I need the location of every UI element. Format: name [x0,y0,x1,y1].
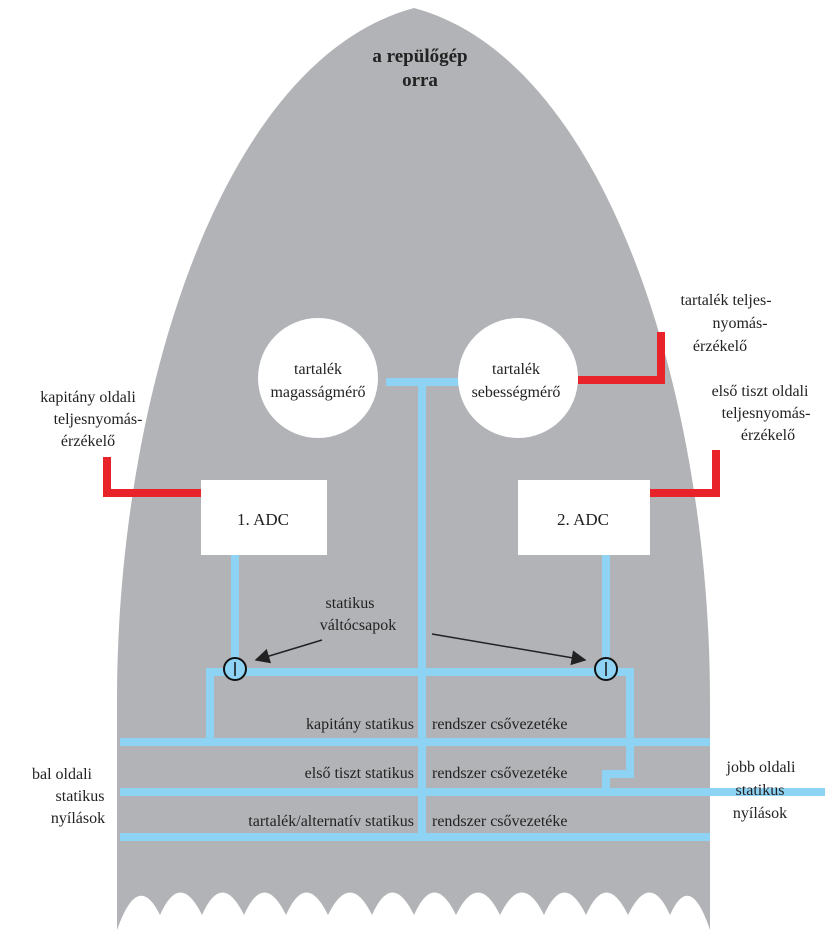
nose-title-line1: a repülőgép [372,46,467,67]
standby-pitot-vertical [657,332,665,384]
standby-static-line [120,833,710,841]
fo-pitot-label-2: teljesnyomás- [722,405,811,422]
fo-line-label-right: rendszer csővezetéke [432,765,567,782]
standby-pitot-label-3: érzékelő [693,338,747,355]
right-loop-foot [606,770,634,778]
captain-pitot-label-2: teljesnyomás- [54,411,143,428]
valve-crossover-line [206,668,634,676]
instrument-connector [386,378,460,386]
captain-static-line [120,738,710,746]
aircraft-nose-shape [117,8,710,930]
left-ports-label-2: statikus [56,788,105,805]
altimeter-label-2: magasságmérő [270,384,365,401]
standby-pitot-label-2: nyomás- [712,315,767,332]
static-tubing [120,378,825,841]
captain-pitot-horizontal [103,489,201,497]
adc1-static-drop [231,555,239,665]
nose-title-line2: orra [402,70,438,91]
fo-pitot-horizontal [650,489,720,497]
captain-pitot-vertical [103,457,111,497]
right-ports-label-2: statikus [736,782,785,799]
arrow-to-right-valve [431,633,587,666]
first-officer-static-line [120,788,825,796]
fo-pitot-label-1: első tiszt oldali [712,383,809,400]
selector-valve-left [223,657,247,681]
left-ports-label-3: nyílások [51,810,105,827]
adc2-label: 2. ADC [557,510,609,529]
left-loop-drop [206,668,214,746]
right-ports-label-1: jobb oldali [726,759,796,776]
airspeed-label-2: sebességmérő [472,384,561,401]
captain-line-label-right: rendszer csővezetéke [432,716,567,733]
left-ports-label-1: bal oldali [32,766,93,783]
adc2-static-drop [602,555,610,665]
right-ports-label-3: nyílások [733,805,787,822]
standby-line-label-right: rendszer csővezetéke [432,813,567,830]
adc1-label: 1. ADC [237,510,289,529]
arrow-to-left-valve [254,639,323,664]
standby-pitot-label-1: tartalék teljes- [680,292,771,309]
adc2-box [518,480,650,555]
right-loop-join [602,770,610,796]
pitot-tubing [103,332,720,497]
adc1-box [201,480,327,555]
fo-line-label-left: első tiszt statikus [305,765,414,782]
standby-altimeter [258,318,378,438]
captain-pitot-label-3: érzékelő [61,433,115,450]
captain-pitot-label-1: kapitány oldali [40,389,136,406]
valves-label-2: váltócsapok [320,617,396,634]
captain-line-label-left: kapitány statikus [306,716,414,733]
altimeter-label-1: tartalék [294,361,342,378]
fo-pitot-label-3: érzékelő [741,427,795,444]
fo-pitot-vertical [712,450,720,497]
standby-pitot-horizontal [578,376,665,384]
right-loop-drop [626,668,634,778]
standby-line-label-left: tartalék/alternatív statikus [248,813,414,830]
standby-airspeed-indicator [458,318,578,438]
valves-label-1: statikus [326,595,375,612]
standby-vertical-trunk [418,378,426,841]
selector-valve-right [594,657,618,681]
airspeed-label-1: tartalék [492,361,540,378]
